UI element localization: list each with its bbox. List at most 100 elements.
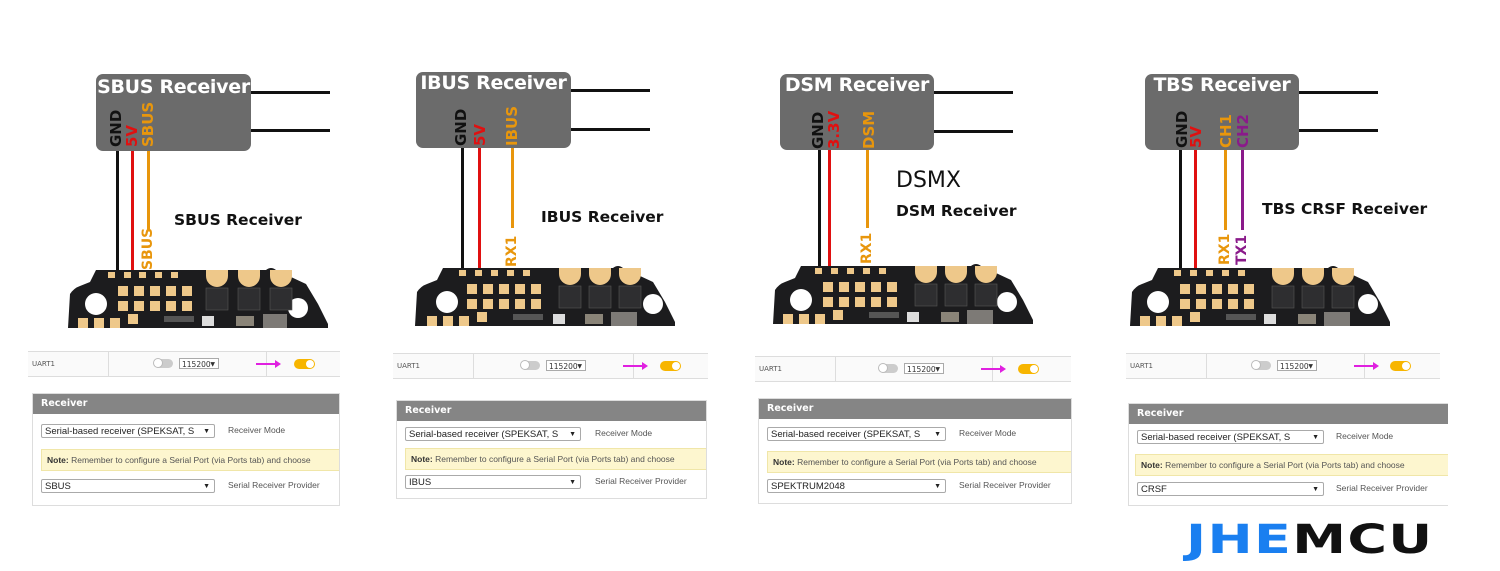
serial-rx-toggle[interactable] — [1018, 364, 1039, 374]
pin-label-5v: 5V — [471, 123, 489, 146]
serial-provider-value: SPEKTRUM2048 — [771, 481, 845, 492]
flight-controller-board — [773, 264, 1033, 324]
receiver-header: Receiver — [33, 394, 339, 414]
pin-label-gnd: GND — [809, 111, 827, 149]
serial-provider-value: IBUS — [409, 477, 432, 488]
receiver-mode-select[interactable]: Serial-based receiver (SPEKSAT, S ▼ — [41, 424, 215, 438]
serial-provider-label: Serial Receiver Provider — [959, 480, 1051, 490]
msp-toggle[interactable] — [153, 358, 173, 368]
chevron-down-icon: ▼ — [1312, 486, 1319, 493]
chevron-down-icon: ▼ — [203, 483, 210, 490]
serial-provider-select[interactable]: SPEKTRUM2048 ▼ — [767, 479, 946, 493]
column-divider — [835, 357, 836, 381]
arrow-right-icon — [981, 365, 1006, 373]
receiver-settings-panel: Receiver Serial-based receiver (SPEKSAT,… — [396, 400, 707, 499]
board-caption: DSM Receiver — [896, 202, 1017, 220]
receiver-settings-panel: Receiver Serial-based receiver (SPEKSAT,… — [32, 393, 340, 506]
antenna-wire — [934, 130, 1013, 133]
msp-toggle[interactable] — [878, 363, 898, 373]
receiver-mode-select[interactable]: Serial-based receiver (SPEKSAT, S ▼ — [767, 427, 946, 441]
logo-part-mcu: MCU — [1292, 517, 1434, 563]
pin-label-5v: 5V — [123, 124, 141, 147]
pin-label-gnd: GND — [452, 108, 470, 146]
logo-part-jhe: JHE — [1186, 517, 1293, 563]
chevron-down-icon: ▼ — [935, 366, 940, 373]
arrow-right-icon — [256, 360, 281, 368]
receiver-mode-label: Receiver Mode — [1336, 431, 1394, 441]
pad-label-tx: TX1 — [1234, 234, 1250, 265]
port-row-uart1: UART1 115200▼ — [393, 353, 708, 379]
chevron-down-icon: ▼ — [210, 361, 215, 368]
msp-toggle[interactable] — [520, 360, 540, 370]
receiver-mode-label: Receiver Mode — [595, 428, 653, 438]
antenna-wire — [1299, 91, 1378, 94]
chevron-down-icon: ▼ — [567, 428, 576, 440]
serial-provider-value: SBUS — [45, 481, 71, 492]
receiver-module: DSM Receiver — [780, 74, 934, 150]
port-identifier: UART1 — [1130, 362, 1153, 370]
baud-value: 115200 — [1280, 362, 1309, 371]
serial-provider-select[interactable]: CRSF▼ — [1137, 482, 1324, 496]
receiver-module: SBUS Receiver — [96, 74, 251, 151]
baud-rate-select[interactable]: 115200▼ — [546, 360, 586, 371]
serial-rx-toggle[interactable] — [294, 359, 315, 369]
wire-signal — [866, 150, 869, 228]
pin-label-sbus: SBUS — [139, 101, 157, 147]
receiver-mode-value: Serial-based receiver (SPEKSAT, S — [771, 429, 921, 440]
chevron-down-icon: ▼ — [577, 363, 582, 370]
receiver-header: Receiver — [1129, 404, 1448, 424]
chevron-down-icon: ▼ — [932, 428, 941, 440]
pin-label-ch2: CH2 — [1234, 114, 1252, 148]
baud-rate-select[interactable]: 115200▼ — [1277, 360, 1317, 371]
wire-gnd — [1179, 150, 1182, 270]
receiver-mode-label: Receiver Mode — [959, 428, 1017, 438]
note-text: Remember to configure a Serial Port (via… — [1162, 460, 1405, 470]
module-title: TBS Receiver — [1153, 74, 1291, 96]
serial-provider-select[interactable]: IBUS▼ — [405, 475, 581, 489]
pad-label-rx: RX1 — [1217, 233, 1233, 265]
wire-tx — [1241, 150, 1244, 230]
receiver-settings-panel: Receiver Serial-based receiver (SPEKSAT,… — [1128, 403, 1448, 506]
flight-controller-board — [415, 266, 675, 326]
note-bold: Note: — [773, 457, 795, 467]
receiver-mode-select[interactable]: Serial-based receiver (SPEKSAT, S▼ — [1137, 430, 1324, 444]
port-row-uart1: UART1 115200▼ — [1126, 353, 1440, 379]
receiver-module: IBUS Receiver — [416, 72, 571, 148]
receiver-mode-value: Serial-based receiver (SPEKSAT, S — [45, 426, 195, 437]
pin-label-dsm: DSM — [860, 110, 878, 149]
serial-rx-toggle[interactable] — [660, 361, 681, 371]
board-caption: IBUS Receiver — [541, 208, 664, 226]
chevron-down-icon: ▼ — [201, 425, 210, 437]
serial-rx-toggle[interactable] — [1390, 361, 1411, 371]
baud-rate-select[interactable]: 115200▼ — [179, 358, 219, 369]
antenna-wire — [1299, 129, 1378, 132]
wire-5v — [1194, 150, 1197, 270]
chevron-down-icon: ▼ — [934, 483, 941, 490]
column-divider — [1206, 354, 1207, 378]
receiver-module: TBS Receiver — [1145, 74, 1299, 150]
port-row-uart1: UART1 115200▼ — [28, 351, 340, 377]
note-bold: Note: — [411, 454, 433, 464]
note-banner: Note: Remember to configure a Serial Por… — [767, 451, 1071, 473]
note-banner: Note: Remember to configure a Serial Por… — [1135, 454, 1448, 476]
port-identifier: UART1 — [397, 362, 420, 370]
antenna-wire — [571, 89, 650, 92]
pin-label-ch1: CH1 — [1217, 114, 1235, 148]
receiver-mode-select[interactable]: Serial-based receiver (SPEKSAT, S▼ — [405, 427, 581, 441]
module-title: IBUS Receiver — [420, 72, 567, 94]
msp-toggle[interactable] — [1251, 360, 1271, 370]
serial-provider-select[interactable]: SBUS ▼ — [41, 479, 215, 493]
receiver-header: Receiver — [397, 401, 706, 421]
wire-5v — [478, 148, 481, 270]
module-title: SBUS Receiver — [97, 76, 250, 98]
baud-rate-select[interactable]: 115200▼ — [904, 363, 944, 374]
port-identifier: UART1 — [759, 365, 782, 373]
serial-provider-label: Serial Receiver Provider — [228, 480, 320, 490]
port-identifier: UART1 — [32, 360, 55, 368]
note-text: Remember to configure a Serial Port (via… — [432, 454, 675, 464]
port-row-uart1: UART1 115200▼ — [755, 356, 1071, 382]
pin-label-ibus: IBUS — [503, 106, 521, 146]
note-bold: Note: — [1141, 460, 1163, 470]
wire-5v — [131, 151, 134, 271]
flight-controller-board — [1130, 266, 1390, 326]
